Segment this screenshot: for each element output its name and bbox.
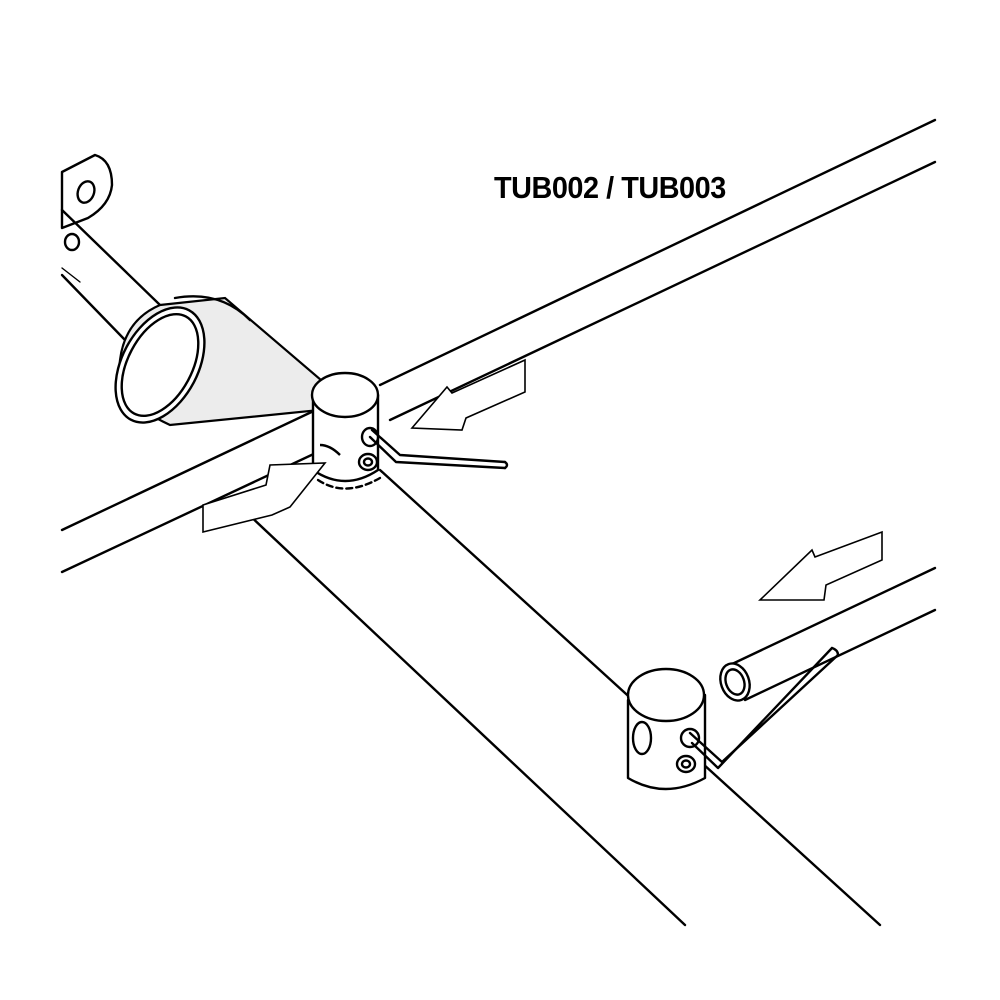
- short-tube: [719, 566, 937, 702]
- arrow-right-lower: [202, 462, 327, 534]
- part-label: TUB002 / TUB003: [494, 170, 726, 205]
- clamp-connector-1: [310, 371, 382, 490]
- clamp-connector-2: [626, 667, 707, 791]
- arrow-left-upper: [410, 358, 526, 431]
- left-bracket: [60, 153, 162, 342]
- hex-key-1: [368, 428, 509, 470]
- top-rail: [378, 118, 937, 422]
- hex-key-2: [688, 646, 840, 770]
- long-diagonal-rail: [228, 468, 882, 927]
- arrow-left-right-side: [758, 530, 883, 601]
- cylinder: [114, 295, 337, 427]
